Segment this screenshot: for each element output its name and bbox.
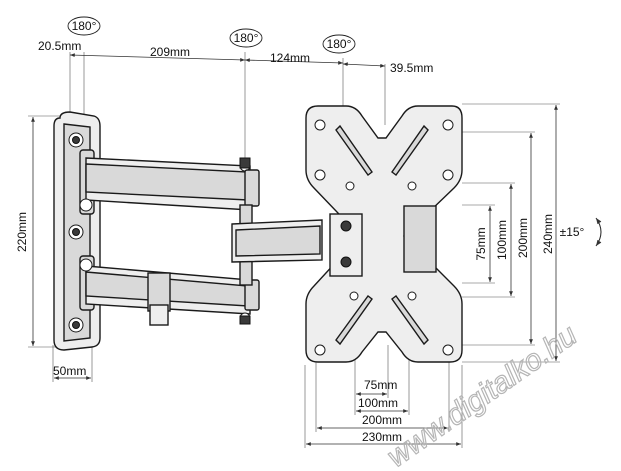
dim-plate-height: 240mm (541, 214, 555, 254)
rotation-middle-label: 180° (234, 31, 259, 45)
tilt-indicator: ±15° (560, 217, 602, 247)
dim-wall-offset: 20.5mm (38, 39, 81, 53)
dim-vesa-h-75: 75mm (364, 378, 397, 392)
dim-arm-1: 209mm (150, 45, 190, 59)
dim-vesa-v-75: 75mm (474, 227, 488, 260)
dim-wall-plate-width: 50mm (53, 364, 86, 378)
rotation-badge-plate: 180° (322, 34, 356, 54)
dim-plate-width: 230mm (362, 430, 402, 444)
wall-plate (53, 111, 101, 351)
dim-wall-plate-height: 220mm (15, 212, 29, 252)
articulating-arms (79, 157, 323, 326)
dim-vesa-v-100: 100mm (495, 220, 509, 260)
dim-vesa-h-100: 100mm (358, 396, 398, 410)
rotation-plate-label: 180° (327, 37, 352, 51)
dim-vesa-v-200: 200mm (516, 218, 530, 258)
vesa-plate (305, 105, 463, 363)
rotation-badge-left: 180° (67, 16, 101, 36)
dimension-lines (28, 52, 560, 448)
dim-plate-depth: 39.5mm (390, 61, 433, 75)
rotation-badge-middle: 180° (229, 28, 263, 48)
rotation-left-label: 180° (72, 19, 97, 33)
dim-arm-2: 124mm (270, 51, 310, 65)
tilt-label: ±15° (560, 225, 585, 239)
dim-vesa-h-200: 200mm (362, 413, 402, 427)
